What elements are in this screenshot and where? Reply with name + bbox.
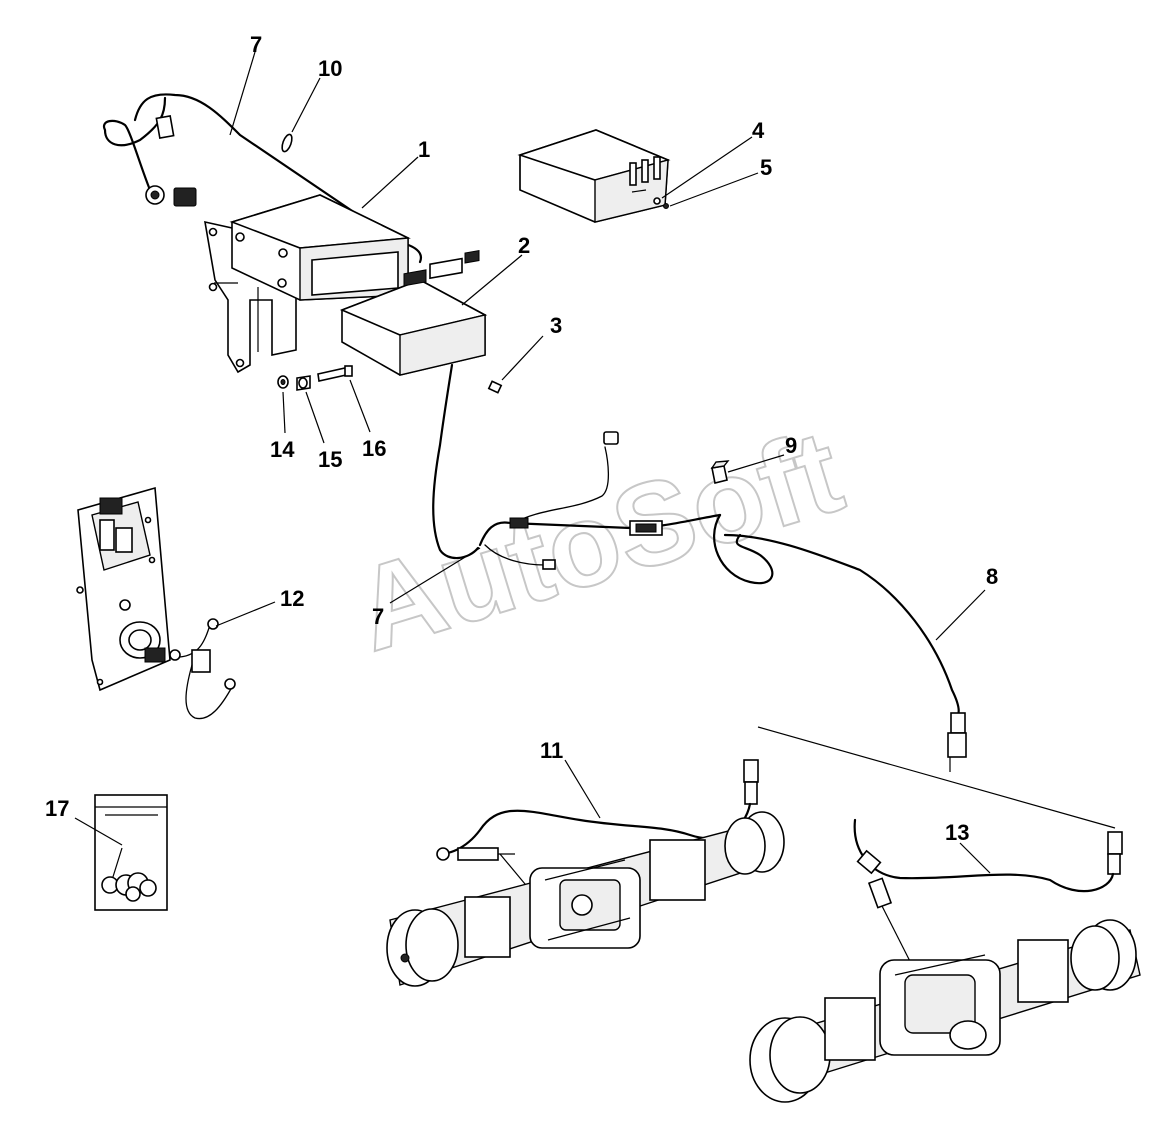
callout-5: 5 bbox=[760, 155, 772, 180]
callout-7-top: 7 bbox=[250, 32, 262, 57]
callout-14: 14 bbox=[270, 437, 295, 462]
harness-7-upper bbox=[102, 93, 423, 264]
plug-3 bbox=[487, 380, 503, 394]
callout-4: 4 bbox=[752, 118, 765, 143]
callout-13: 13 bbox=[945, 820, 969, 845]
callout-2: 2 bbox=[518, 233, 530, 258]
callout-10: 10 bbox=[318, 56, 342, 81]
harness-13 bbox=[853, 818, 1123, 986]
harness-8-junction bbox=[757, 712, 1116, 829]
callout-11: 11 bbox=[540, 738, 563, 763]
callout-15: 15 bbox=[318, 447, 342, 472]
axle-left bbox=[386, 811, 785, 987]
radio-unit-2 bbox=[339, 249, 488, 376]
main-harness-7 bbox=[432, 363, 960, 717]
callout-16: 16 bbox=[362, 436, 386, 461]
callout-8: 8 bbox=[986, 564, 998, 589]
radio-housing-1 bbox=[229, 194, 411, 301]
callout-17: 17 bbox=[45, 796, 69, 821]
callout-9: 9 bbox=[785, 433, 797, 458]
callout-3: 3 bbox=[550, 313, 562, 338]
watermark-text: AutoSoft bbox=[341, 405, 856, 677]
control-module-4 bbox=[517, 129, 671, 223]
axle-right bbox=[749, 919, 1141, 1103]
callout-12: 12 bbox=[280, 586, 304, 611]
callout-7-center: 7 bbox=[372, 604, 384, 629]
callout-labels: 1 2 3 4 5 7 7 8 9 10 11 12 13 14 15 16 1… bbox=[45, 32, 998, 845]
o-ring-10 bbox=[281, 133, 293, 153]
connector-9 bbox=[710, 460, 730, 484]
sensor-bracket-12 bbox=[76, 486, 236, 720]
fastener-set bbox=[277, 365, 353, 391]
callout-1: 1 bbox=[418, 137, 430, 162]
leader-lines bbox=[74, 51, 991, 874]
seal-kit-bag-17 bbox=[94, 794, 168, 911]
